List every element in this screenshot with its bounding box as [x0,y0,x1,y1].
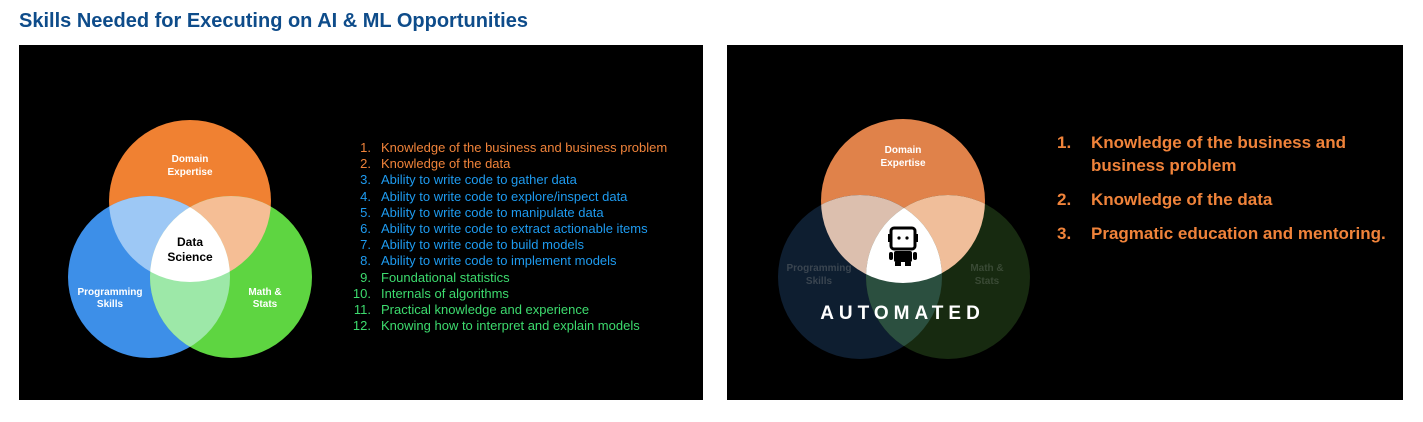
overlap-center [866,195,942,283]
item-number: 9. [360,269,371,285]
list-item: 4. Ability to write code to explore/inspe… [349,189,667,205]
item-text: Internals of algorithms [381,285,509,301]
item-number: 1. [1057,133,1072,152]
page-title: Skills Needed for Executing on AI & ML O… [19,10,528,32]
label-center-1: Data [177,235,203,249]
item-text: Ability to write code to explore/inspect… [381,188,628,204]
item-text: Ability to write code to implement model… [381,253,617,269]
label-domain-2: Expertise [167,167,212,178]
skills-list: 1. Knowledge of the business and business… [349,140,667,334]
item-text: Ability to write code to gather data [381,172,577,188]
item-text: Foundational statistics [381,269,510,285]
item-text: Knowledge of the business and business p… [1091,133,1347,175]
item-number: 6. [360,220,371,236]
item-text: Pragmatic education and mentoring. [1091,224,1386,243]
list-item: 6. Ability to write code to extract actio… [349,221,667,237]
label-domain-1: Domain [885,145,922,156]
list-item: 2. Knowledge of the data [1057,188,1401,211]
automated-overlay-text: AUTOMATED [820,303,985,324]
list-item: 2. Knowledge of the data [349,156,667,172]
label-math-1: Math & [970,263,1003,274]
item-number: 12. [352,318,371,334]
venn-diagram: Domain Expertise Programming Skills Math… [68,120,312,358]
list-item: 1. Knowledge of the business and business… [349,140,667,156]
slide-data-science-skills: Domain Expertise Programming Skills Math… [19,45,703,400]
robot-icon [888,226,918,266]
item-number: 10. [352,285,371,301]
item-text: Ability to write code to extract actiona… [381,220,648,236]
list-item: 12. Knowing how to interpret and explain … [349,318,667,334]
list-item: 3. Ability to write code to gather data [349,172,667,188]
item-number: 8. [360,253,371,269]
item-text: Knowledge of the data [1091,190,1273,209]
item-text: Knowledge of the data [381,156,511,172]
item-number: 2. [360,156,371,172]
list-item: 10. Internals of algorithms [349,286,667,302]
item-text: Ability to write code to build models [381,237,585,253]
item-number: 5. [360,204,371,220]
item-number: 1. [360,140,371,155]
label-center-2: Science [167,250,213,264]
item-number: 7. [360,237,371,253]
list-item: 5. Ability to write code to manipulate da… [349,205,667,221]
label-programming-2: Skills [806,276,833,287]
automated-skills-list: 1. Knowledge of the business and business… [1057,131,1401,256]
label-domain-1: Domain [172,154,209,165]
item-text: Knowing how to interpret and explain mod… [381,318,640,334]
list-item: 9. Foundational statistics [349,270,667,286]
list-item: 8. Ability to write code to implement mod… [349,253,667,269]
item-number: 2. [1057,190,1072,209]
label-programming-1: Programming [77,287,142,298]
label-domain-2: Expertise [880,158,925,169]
list-item: 3. Pragmatic education and mentoring. [1057,222,1401,245]
item-text: Ability to write code to manipulate data [381,204,604,220]
item-text: Practical knowledge and experience [381,301,590,317]
item-text: Knowledge of the business and business p… [381,140,668,155]
slide-automated: Domain Expertise Programming Skills Math… [727,45,1403,400]
venn-diagram-automated: Domain Expertise Programming Skills Math… [778,119,1030,359]
list-item: 1. Knowledge of the business and business… [1057,131,1401,177]
item-number: 11. [353,301,371,317]
item-number: 3. [360,172,371,188]
overlap-center [150,196,230,282]
label-math-1: Math & [248,287,281,298]
label-programming-1: Programming [786,263,851,274]
label-programming-2: Skills [97,299,124,310]
item-number: 3. [1057,224,1072,243]
list-item: 7. Ability to write code to build models [349,237,667,253]
label-math-2: Stats [975,276,1000,287]
item-number: 4. [360,188,371,204]
list-item: 11. Practical knowledge and experience [349,302,667,318]
label-math-2: Stats [253,299,278,310]
